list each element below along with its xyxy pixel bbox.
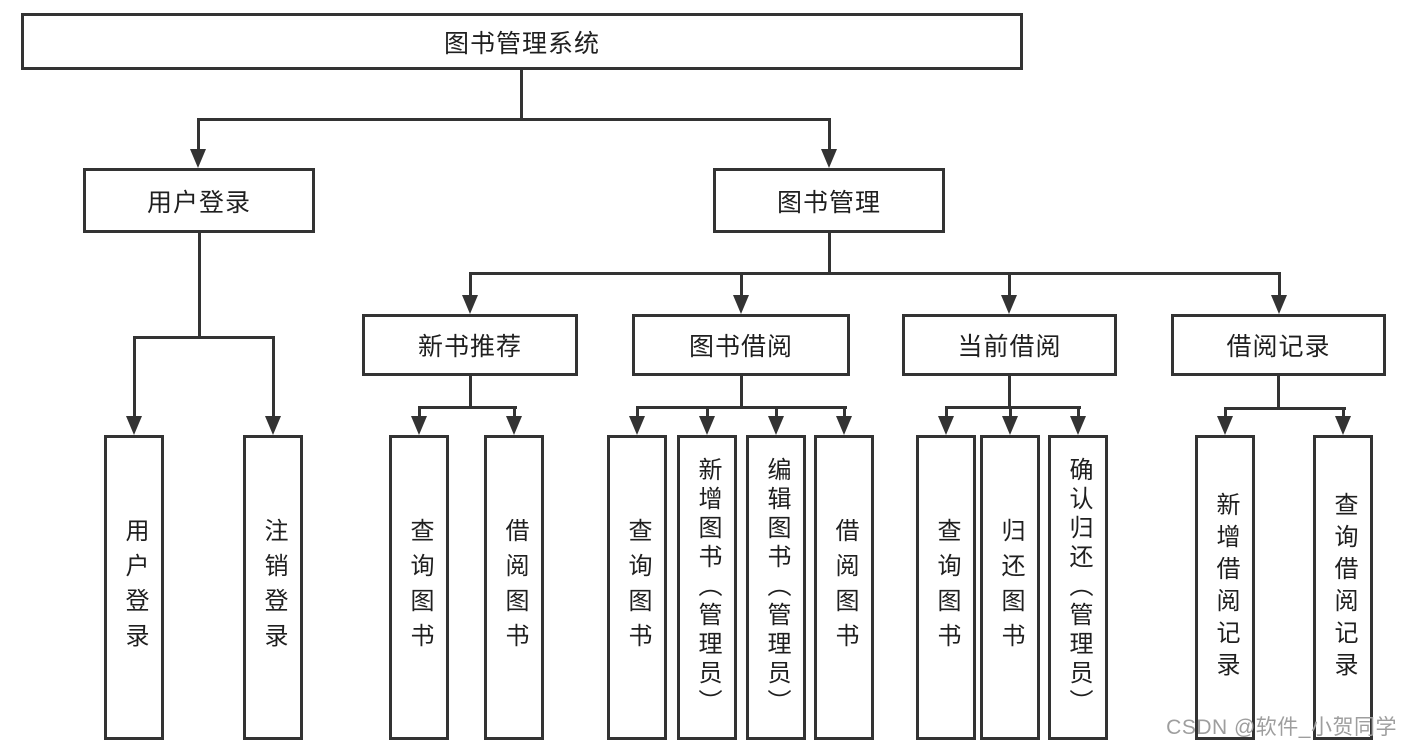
arrow-to-leaf-br-query bbox=[1335, 407, 1351, 435]
arrow-to-leaf-bb-query bbox=[629, 406, 645, 435]
arrow-to-leaf-nr-borrow bbox=[506, 406, 522, 435]
node-root-label: 图书管理系统 bbox=[443, 29, 600, 58]
connector-book-mgmt-hline bbox=[468, 272, 1281, 275]
node-leaf-nr-query-label: 查询图书 bbox=[406, 517, 433, 658]
connector-root-stem bbox=[519, 70, 523, 118]
node-leaf-user-login: 用户登录 bbox=[104, 435, 164, 740]
node-new-rec-label: 新书推荐 bbox=[417, 333, 522, 361]
connector-current-borrow-hline bbox=[944, 406, 1081, 409]
connector-book-mgmt-stem bbox=[827, 233, 831, 272]
node-leaf-br-add: 新增借阅记录 bbox=[1195, 435, 1255, 740]
node-leaf-bb-edit-label: 编辑图书（管理员） bbox=[763, 457, 790, 718]
node-leaf-cb-return: 归还图书 bbox=[980, 435, 1040, 740]
node-leaf-logout-label: 注销登录 bbox=[260, 517, 287, 658]
node-leaf-bb-add-label: 新增图书（管理员） bbox=[694, 457, 721, 718]
node-leaf-bb-query: 查询图书 bbox=[607, 435, 667, 740]
node-user-login: 用户登录 bbox=[83, 168, 315, 233]
connector-user-login-hline bbox=[132, 336, 275, 339]
arrow-to-leaf-logout bbox=[265, 336, 281, 435]
arrow-to-leaf-cb-query bbox=[938, 406, 954, 435]
arrow-to-leaf-bb-edit bbox=[768, 406, 784, 435]
node-book-mgmt-label: 图书管理 bbox=[776, 188, 881, 217]
node-leaf-br-query: 查询借阅记录 bbox=[1313, 435, 1373, 740]
arrow-to-user-login bbox=[190, 118, 206, 168]
arrow-to-leaf-nr-query bbox=[411, 406, 427, 435]
arrow-to-leaf-bb-add bbox=[699, 406, 715, 435]
node-leaf-cb-query-label: 查询图书 bbox=[933, 517, 960, 658]
node-records: 借阅记录 bbox=[1171, 314, 1386, 376]
node-book-mgmt: 图书管理 bbox=[713, 168, 945, 233]
node-leaf-cb-confirm: 确认归还（管理员） bbox=[1048, 435, 1108, 740]
node-leaf-br-query-label: 查询借阅记录 bbox=[1330, 491, 1357, 684]
arrow-to-leaf-cb-confirm bbox=[1070, 406, 1086, 435]
node-leaf-logout: 注销登录 bbox=[243, 435, 303, 740]
node-leaf-nr-borrow: 借阅图书 bbox=[484, 435, 544, 740]
arrow-to-leaf-cb-return bbox=[1002, 406, 1018, 435]
arrow-to-new-rec bbox=[462, 272, 478, 314]
node-leaf-cb-return-label: 归还图书 bbox=[997, 517, 1024, 658]
node-leaf-user-login-label: 用户登录 bbox=[121, 517, 148, 658]
node-current-borrow-label: 当前借阅 bbox=[957, 333, 1062, 361]
connector-new-rec-stem bbox=[468, 376, 472, 406]
arrow-to-leaf-user-login bbox=[126, 336, 142, 435]
node-leaf-br-add-label: 新增借阅记录 bbox=[1212, 491, 1239, 684]
node-leaf-cb-confirm-label: 确认归还（管理员） bbox=[1065, 457, 1092, 718]
node-leaf-bb-add: 新增图书（管理员） bbox=[677, 435, 737, 740]
arrow-to-book-borrow bbox=[733, 272, 749, 314]
node-leaf-bb-edit: 编辑图书（管理员） bbox=[746, 435, 806, 740]
node-new-rec: 新书推荐 bbox=[362, 314, 578, 376]
node-book-borrow: 图书借阅 bbox=[632, 314, 850, 376]
node-current-borrow: 当前借阅 bbox=[902, 314, 1117, 376]
arrow-to-records bbox=[1271, 272, 1287, 314]
connector-book-borrow-hline bbox=[635, 406, 847, 409]
connector-records-hline bbox=[1223, 407, 1346, 410]
arrow-to-book-mgmt bbox=[821, 118, 837, 168]
node-leaf-bb-query-label: 查询图书 bbox=[624, 517, 651, 658]
arrow-to-current-borrow bbox=[1001, 272, 1017, 314]
connector-book-borrow-stem bbox=[739, 376, 743, 406]
connector-current-borrow-stem bbox=[1008, 376, 1011, 406]
connector-new-rec-hline bbox=[417, 406, 517, 409]
connector-user-login-stem bbox=[197, 233, 201, 336]
node-leaf-cb-query: 查询图书 bbox=[916, 435, 976, 740]
node-records-label: 借阅记录 bbox=[1226, 333, 1331, 361]
node-user-login-label: 用户登录 bbox=[146, 188, 251, 217]
node-leaf-bb-borrow-label: 借阅图书 bbox=[831, 517, 858, 658]
connector-records-stem bbox=[1277, 376, 1280, 407]
connector-root-hline bbox=[196, 118, 831, 121]
node-leaf-bb-borrow: 借阅图书 bbox=[814, 435, 874, 740]
node-book-borrow-label: 图书借阅 bbox=[688, 333, 793, 361]
node-leaf-nr-query: 查询图书 bbox=[389, 435, 449, 740]
node-leaf-nr-borrow-label: 借阅图书 bbox=[501, 517, 528, 658]
node-root: 图书管理系统 bbox=[21, 13, 1023, 70]
arrow-to-leaf-br-add bbox=[1217, 407, 1233, 435]
arrow-to-leaf-bb-borrow bbox=[836, 406, 852, 435]
watermark: CSDN @软件_小贺同学 bbox=[1166, 716, 1397, 739]
